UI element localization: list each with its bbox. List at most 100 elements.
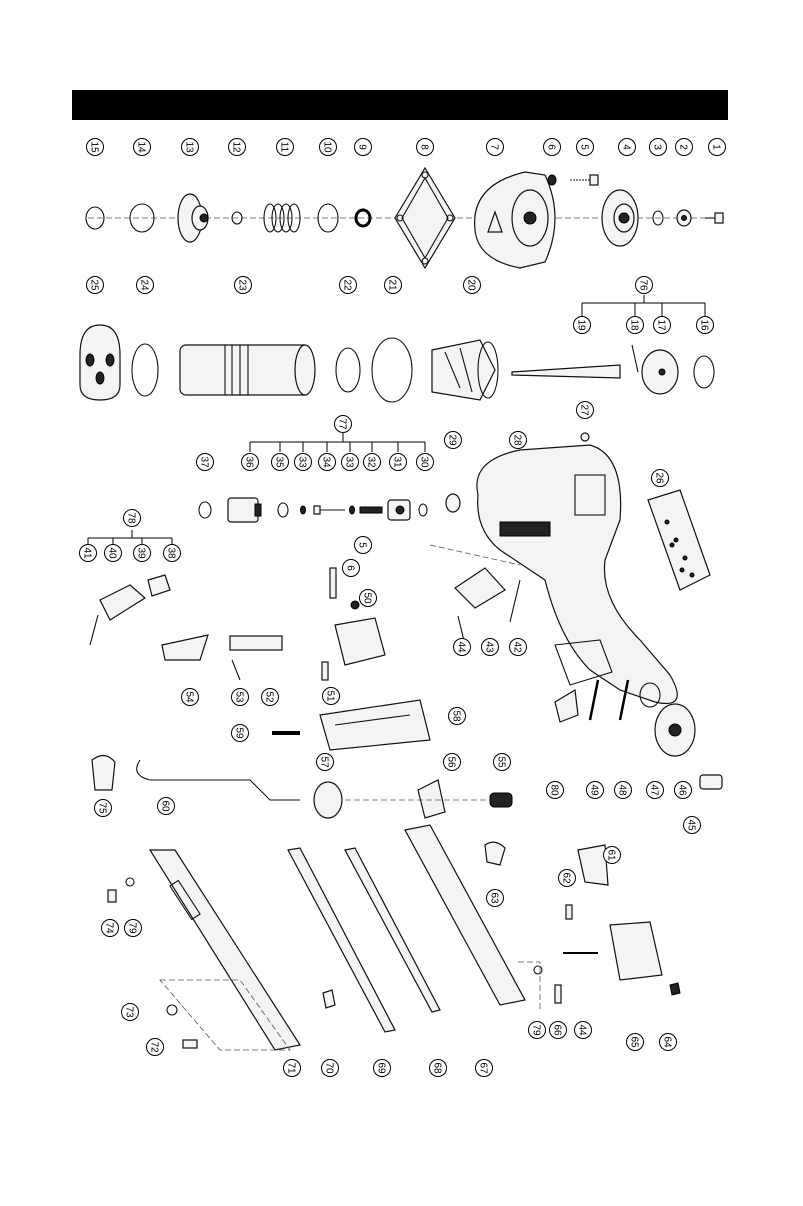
callout-5: 5	[355, 537, 372, 554]
callout-34: 34	[319, 454, 336, 471]
callout-number: 21	[387, 279, 398, 291]
callout-44: 44	[454, 639, 471, 656]
part-30-oring	[419, 504, 427, 516]
part-18-pin	[632, 345, 638, 372]
callout-number: 3	[652, 144, 663, 150]
part-41-trigger	[90, 585, 145, 645]
callout-number: 70	[324, 1062, 335, 1074]
callout-number: 12	[231, 141, 242, 153]
part-60-wire	[137, 760, 300, 800]
part-75-cap	[92, 755, 115, 790]
callout-8: 8	[417, 139, 434, 156]
callout-number: 27	[579, 404, 590, 416]
callout-number: 30	[419, 456, 430, 468]
part-26-grip	[648, 490, 710, 590]
callout-number: 75	[97, 802, 108, 814]
callout-72: 72	[147, 1039, 164, 1056]
callout-29: 29	[445, 432, 462, 449]
callout-number: 50	[362, 592, 373, 604]
callout-41: 41	[80, 545, 97, 562]
callout-48: 48	[615, 782, 632, 799]
callout-number: 20	[466, 279, 477, 291]
part-50-plate	[335, 618, 385, 665]
callout-number: 53	[234, 691, 245, 703]
callout-number: 77	[337, 418, 348, 430]
callout-number: 76	[638, 279, 649, 291]
callout-number: 79	[531, 1024, 542, 1036]
part-73-nut	[167, 1005, 177, 1015]
callout-number: 26	[654, 472, 665, 484]
callout-71: 71	[284, 1060, 301, 1077]
callout-number: 14	[136, 141, 147, 153]
callout-63: 63	[487, 890, 504, 907]
callout-79: 79	[125, 920, 142, 937]
callout-78: 78	[124, 510, 141, 527]
callout-33: 33	[342, 454, 359, 471]
callout-number: 13	[184, 141, 195, 153]
callout-54: 54	[182, 689, 199, 706]
callout-38: 38	[164, 545, 181, 562]
callout-number: 46	[677, 784, 688, 796]
callout-number: 42	[512, 641, 523, 653]
part-72-screw	[183, 1040, 197, 1048]
callout-number: 47	[649, 784, 660, 796]
callout-6: 6	[343, 560, 360, 577]
callout-60: 60	[158, 798, 175, 815]
callout-number: 33	[297, 456, 308, 468]
part-54-latch	[162, 635, 208, 660]
part-31-valve-body	[388, 500, 410, 520]
callout-number: 67	[478, 1062, 489, 1074]
callout-number: 32	[366, 456, 377, 468]
callout-number: 28	[512, 434, 523, 446]
callout-number: 69	[376, 1062, 387, 1074]
part-62-screw	[566, 905, 572, 919]
part-24-oring	[132, 344, 158, 396]
callout-number: 74	[104, 922, 115, 934]
callout-number: 63	[489, 892, 500, 904]
callout-22: 22	[340, 277, 357, 294]
callout-30: 30	[417, 454, 434, 471]
callout-number: 41	[82, 547, 93, 559]
callout-33: 33	[295, 454, 312, 471]
callout-5: 5	[577, 139, 594, 156]
callout-number: 59	[234, 727, 245, 739]
callout-number: 5	[579, 144, 590, 150]
callout-40: 40	[105, 545, 122, 562]
callout-32: 32	[364, 454, 381, 471]
callout-49: 49	[587, 782, 604, 799]
part-5b-screw	[330, 568, 336, 598]
callout-52: 52	[262, 689, 279, 706]
callout-number: 45	[686, 819, 697, 831]
callout-77: 77	[335, 416, 352, 433]
callout-10: 10	[320, 139, 337, 156]
callout-9: 9	[355, 139, 372, 156]
part-53-pin	[232, 660, 240, 680]
callout-number: 56	[446, 756, 457, 768]
callout-19: 19	[574, 317, 591, 334]
callout-number: 29	[447, 434, 458, 446]
part-5-screw	[570, 175, 598, 185]
callout-number: 16	[699, 319, 710, 331]
part-56-bracket	[418, 780, 445, 818]
part-28-housing	[477, 445, 677, 703]
callout-25: 25	[87, 277, 104, 294]
callout-number: 2	[678, 144, 689, 150]
callout-26: 26	[652, 470, 669, 487]
callout-number: 36	[244, 456, 255, 468]
callout-number: 6	[546, 144, 557, 150]
callout-66: 66	[550, 1022, 567, 1039]
part-25-exhaust-cap	[80, 325, 120, 400]
callout-number: 4	[621, 144, 632, 150]
part-27-plug	[581, 433, 589, 441]
callout-number: 62	[561, 872, 572, 884]
callout-number: 18	[629, 319, 640, 331]
callout-number: 33	[344, 456, 355, 468]
callout-number: 38	[166, 547, 177, 559]
callout-75: 75	[95, 800, 112, 817]
callout-number: 11	[279, 142, 290, 153]
callout-62: 62	[559, 870, 576, 887]
callout-number: 40	[107, 547, 118, 559]
callout-number: 10	[322, 141, 333, 153]
part-16-oring	[694, 356, 714, 388]
